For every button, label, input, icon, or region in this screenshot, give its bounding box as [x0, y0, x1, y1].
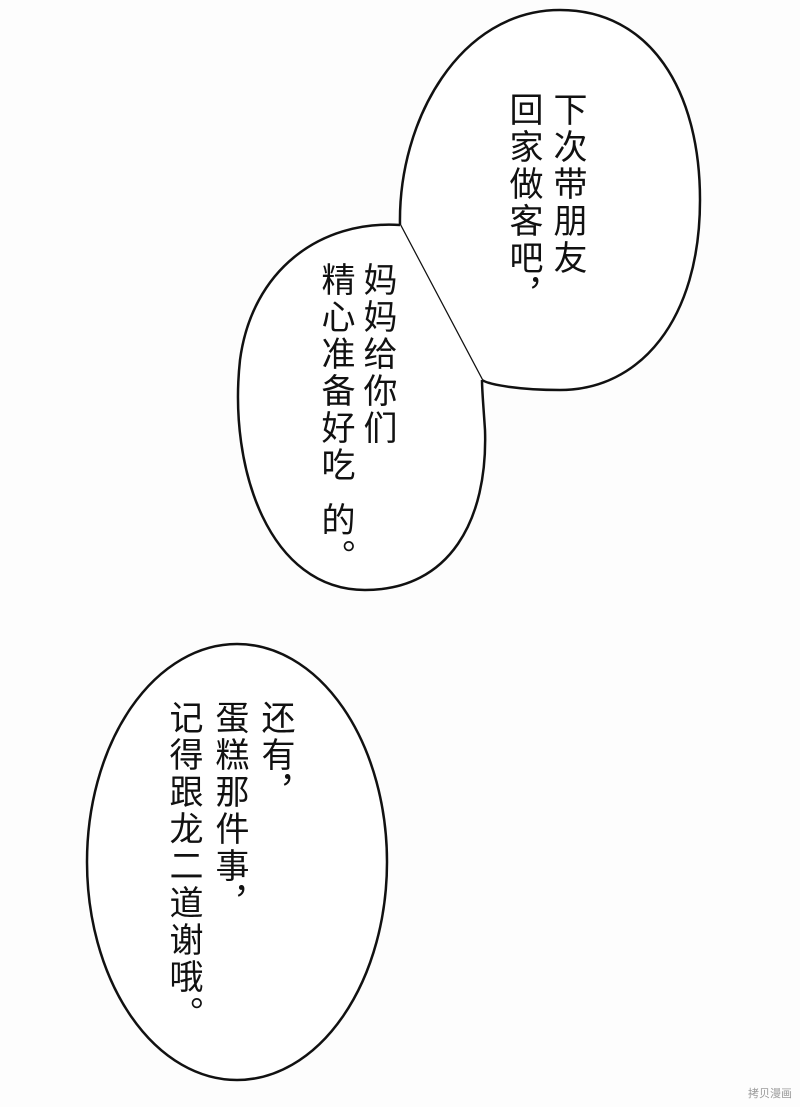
- speech-bubble-1-outline: [398, 8, 702, 392]
- bubble-1-line-1: 下次带朋友: [547, 92, 587, 277]
- bubble-2-line-1: 妈妈给你们: [357, 262, 397, 447]
- bubble-2-line-3: 的。: [315, 502, 355, 576]
- bubble-3-line-1: 还有，: [255, 700, 295, 811]
- watermark: 拷贝漫画: [748, 1087, 792, 1100]
- speech-bubble-3-outline: [85, 642, 389, 1082]
- bubble-3-line-3: 记得跟龙二道谢哦。: [163, 700, 203, 1033]
- bubble-1-line-2: 回家做客吧，: [503, 92, 543, 314]
- bubble-2-line-2: 精心准备好吃: [315, 262, 355, 484]
- bubble-3-line-2: 蛋糕那件事，: [209, 700, 249, 922]
- speech-bubble-2-outline: [236, 223, 487, 592]
